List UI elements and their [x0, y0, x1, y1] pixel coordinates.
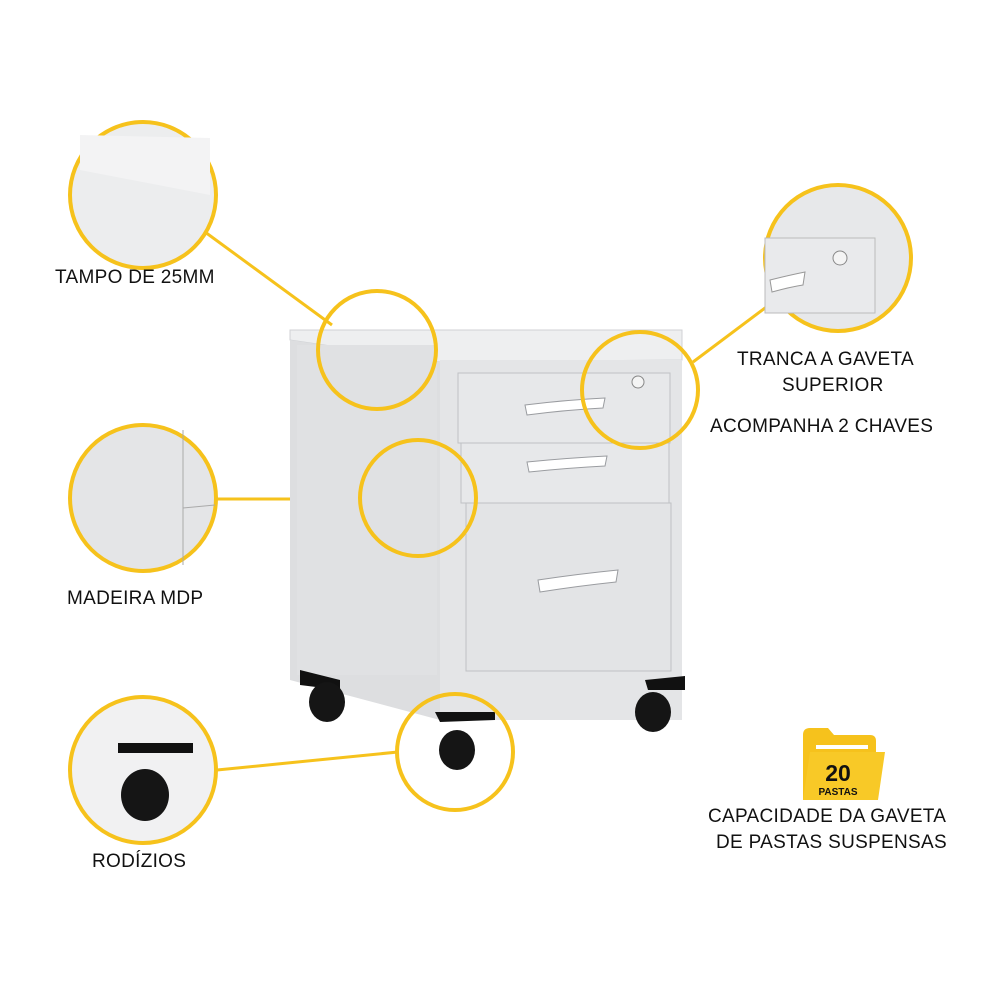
label-tampo: TAMPO DE 25MM — [55, 267, 215, 288]
folder-unit: PASTAS — [818, 787, 858, 798]
label-tranca-1: TRANCA A GAVETA — [737, 349, 914, 370]
label-madeira: MADEIRA MDP — [67, 588, 204, 609]
detail-circles — [68, 120, 913, 845]
drawer-cabinet — [289, 329, 685, 770]
label-tranca-2: SUPERIOR — [782, 375, 884, 396]
callout-lines — [204, 230, 774, 772]
label-chaves: ACOMPANHA 2 CHAVES — [710, 416, 934, 437]
folder-icon — [803, 728, 885, 800]
label-rodizios: RODÍZIOS — [92, 851, 187, 872]
folder-count: 20 — [825, 760, 851, 786]
label-capacidade-1: CAPACIDADE DA GAVETA — [708, 806, 947, 827]
label-capacidade-2: DE PASTAS SUSPENSAS — [716, 832, 947, 853]
